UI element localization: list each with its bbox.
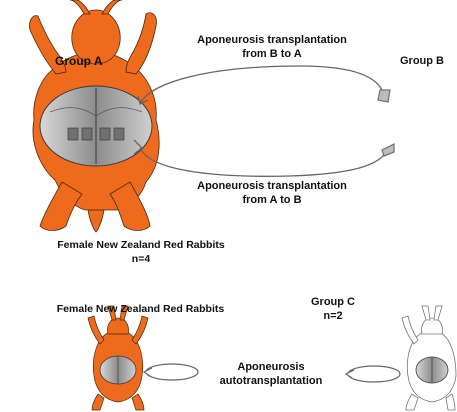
transplant-b-to-a-line-1: Aponeurosis transplantation — [177, 33, 367, 47]
autotransplant-arrow-right — [346, 366, 400, 382]
bottom-population-label: Female New Zealand Red Rabbits — [28, 302, 253, 316]
autotransplant-line-1: Aponeurosis — [205, 360, 337, 374]
top-population-label: Female New Zealand Red Rabbits n=4 — [31, 238, 251, 266]
transplant-b-to-a-line-2: from B to A — [177, 47, 367, 61]
transplant-a-to-b-line-2: from A to B — [177, 193, 367, 207]
top-population-line-1: Female New Zealand Red Rabbits — [31, 238, 251, 252]
aponeurosis-patch-group-c-orange — [100, 356, 136, 384]
group-c-label: Group C n=2 — [298, 295, 368, 323]
transplant-a-to-b-line-1: Aponeurosis transplantation — [177, 179, 367, 193]
autotransplant-label: Aponeurosis autotransplantation — [205, 360, 337, 388]
aponeurosis-patch-group-c-white — [416, 357, 448, 383]
group-c-title: Group C — [298, 295, 368, 309]
autotransplant-arrow-left — [144, 364, 198, 380]
aponeurosis-patch-group-a — [40, 86, 152, 166]
transplant-arrow-a-to-b — [134, 140, 394, 176]
autotransplant-line-2: autotransplantation — [205, 374, 337, 388]
group-a-label: Group A — [55, 54, 103, 68]
group-c-count: n=2 — [298, 309, 368, 323]
transplant-b-to-a-label: Aponeurosis transplantation from B to A — [177, 33, 367, 61]
group-b-label: Group B — [400, 54, 444, 68]
transplant-a-to-b-label: Aponeurosis transplantation from A to B — [177, 179, 367, 207]
top-population-count: n=4 — [31, 252, 251, 266]
transplant-arrow-b-to-a — [138, 66, 390, 104]
